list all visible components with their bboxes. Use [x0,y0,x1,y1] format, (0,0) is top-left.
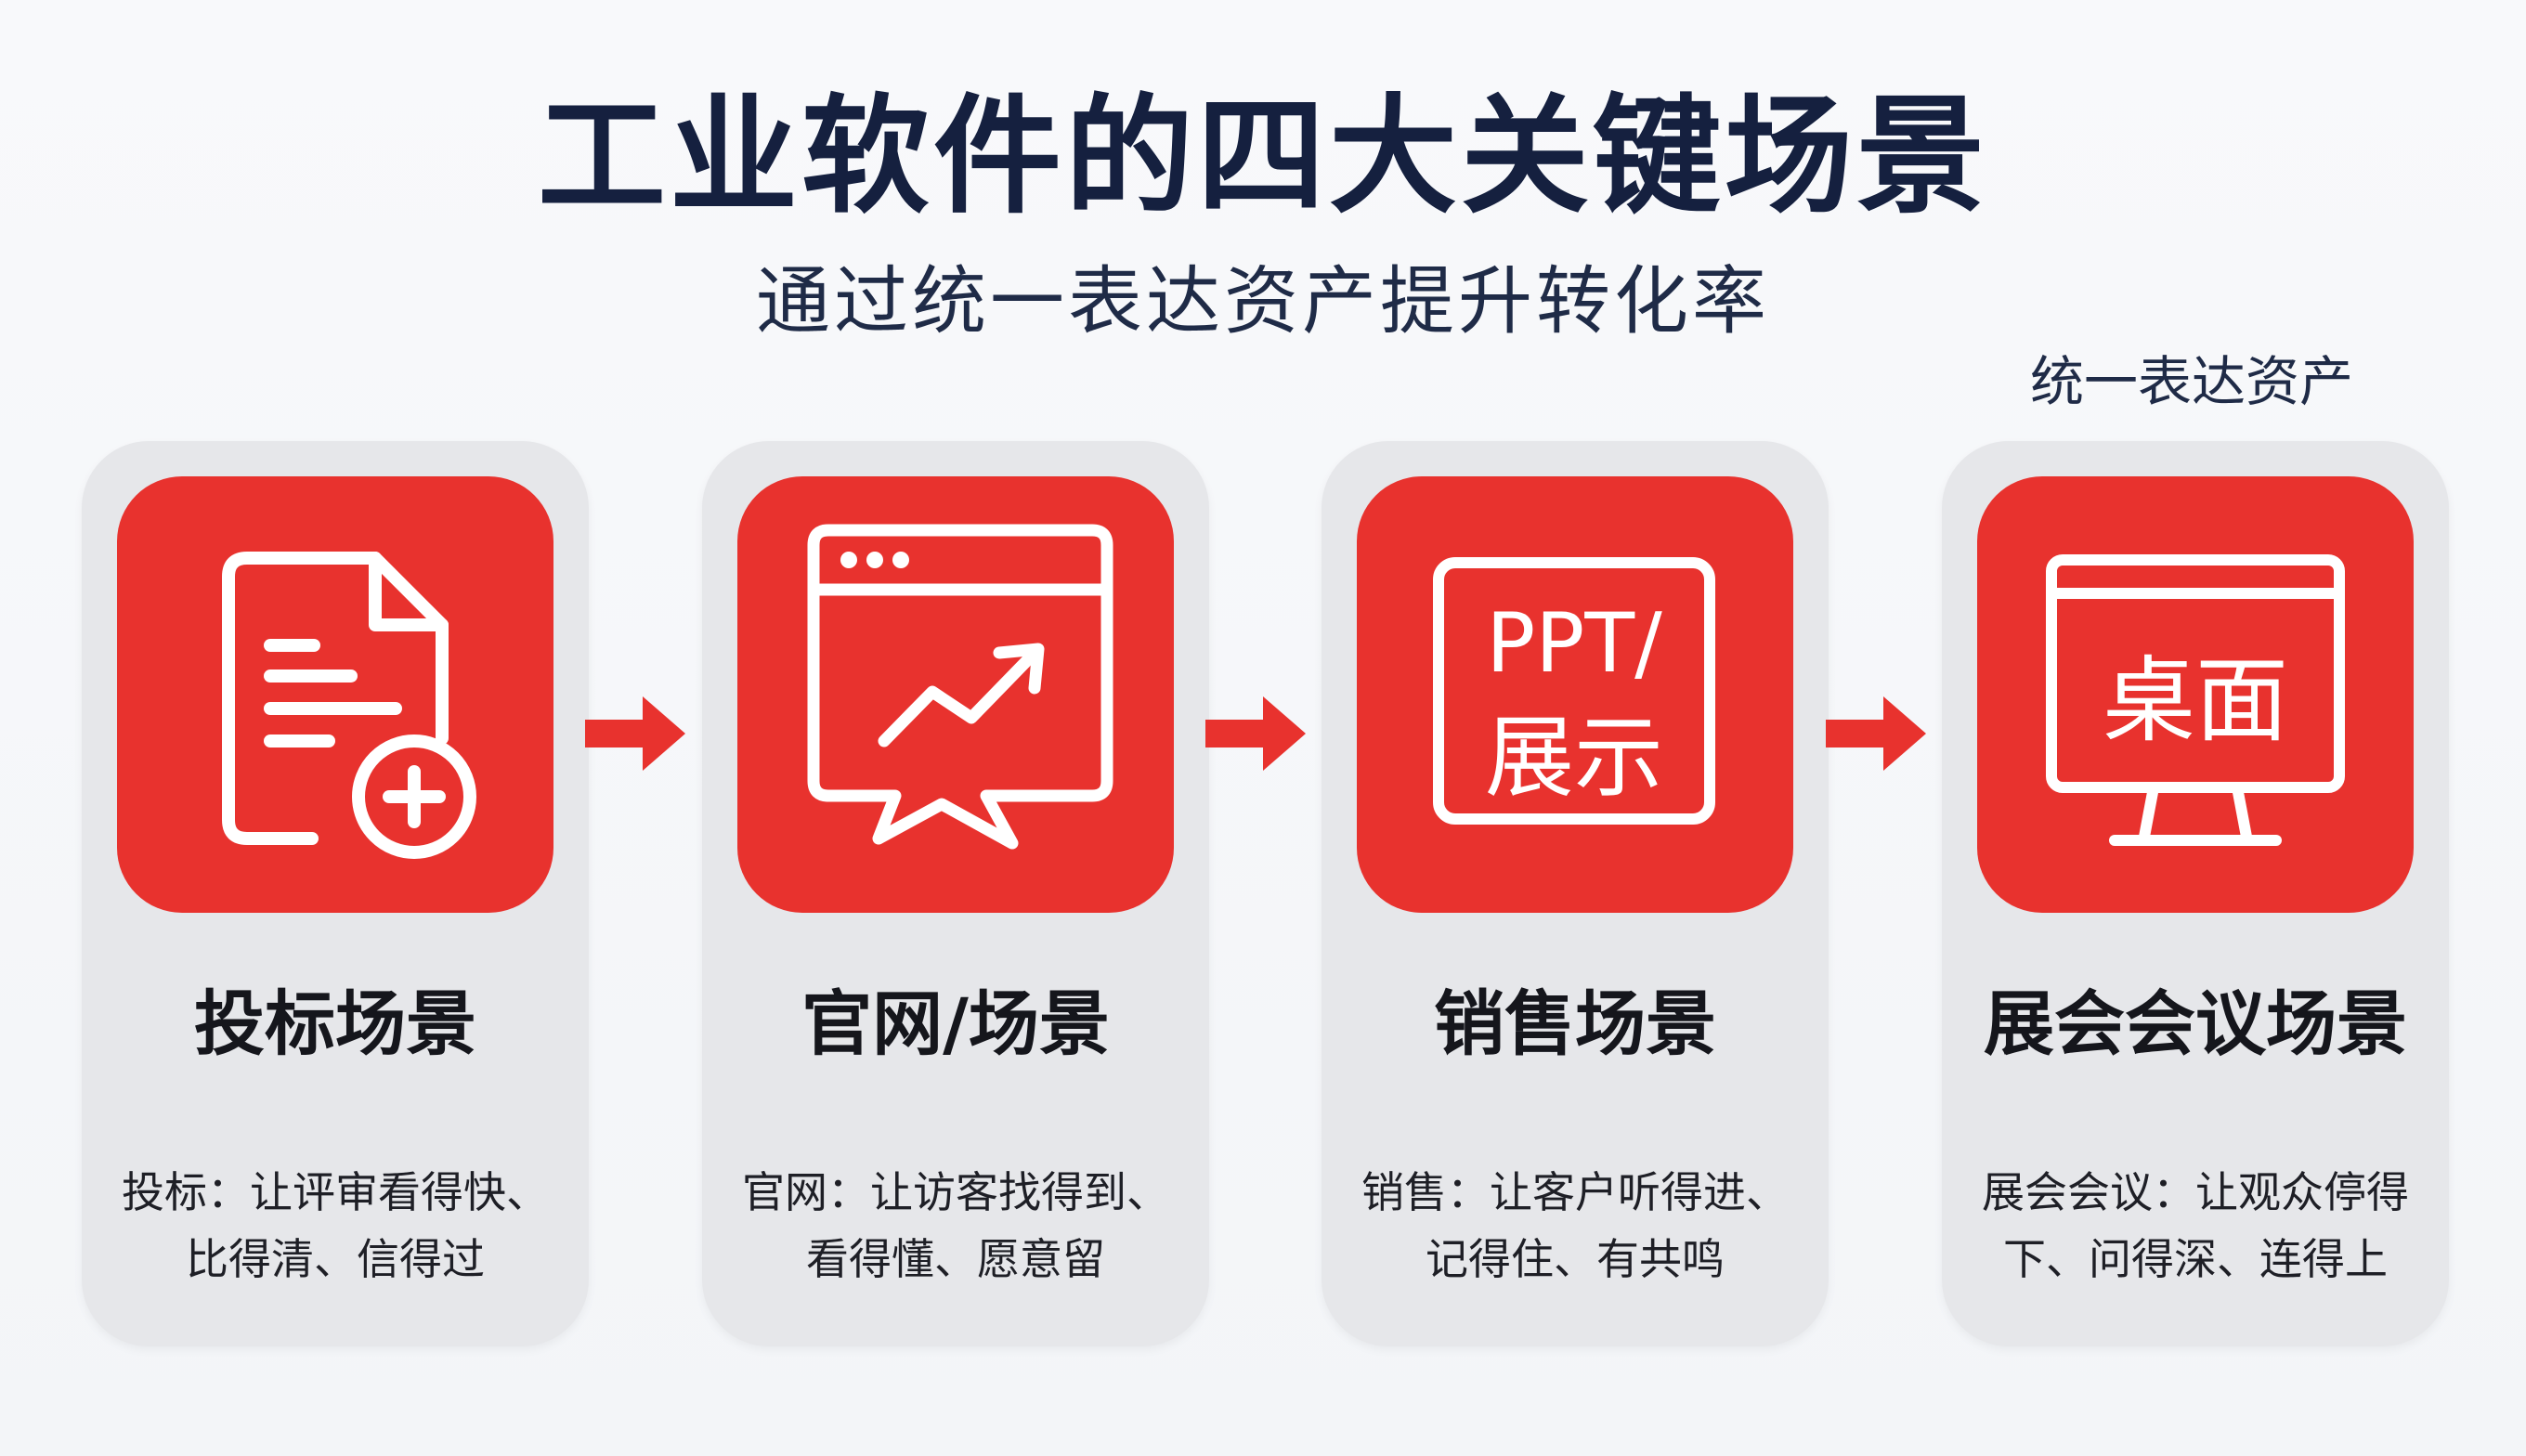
scene-card-exhibition: 桌面 展会会议场景 展会会议：让观众停得 下、问得深、连得上 [1942,441,2449,1346]
desktop-monitor-icon: 桌面 [2046,554,2345,846]
scene-icon-box: PPT/ 展示 [1357,476,1793,913]
scene-description-line: 看得懂、愿意留 [806,1234,1105,1284]
icon-label: PPT/ [1486,595,1662,691]
scene-title: 官网/场景 [801,982,1110,1065]
scene-description-line: 记得住、有共鸣 [1426,1234,1725,1284]
arrow-right-icon [1205,696,1306,771]
page-title: 工业软件的四大关键场景 [537,82,1988,231]
scene-description-line: 展会会议：让观众停得 [1982,1167,2409,1217]
document-plus-icon [222,552,476,859]
scene-card-website: 官网/场景 官网：让访客找得到、 看得懂、愿意留 [702,441,1209,1346]
page-subtitle: 通过统一表达资产提升转化率 [756,258,1770,344]
scene-title: 投标场景 [194,982,476,1065]
scene-description-line: 官网：让访客找得到、 [742,1167,1169,1217]
icon-label: 桌面 [2103,646,2288,755]
scene-description-line: 比得清、信得过 [186,1234,485,1284]
scene-title: 销售场景 [1434,982,1716,1065]
scene-description: 投标：让评审看得快、 比得清、信得过 [104,1159,566,1293]
scene-card-sales: PPT/ 展示 销售场景 销售：让客户听得进、 记得住、有共鸣 [1322,441,1829,1346]
scene-title: 展会会议场景 [1984,982,2407,1065]
scene-description-line: 投标：让评审看得快、 [122,1167,549,1217]
scene-description-line: 下、问得深、连得上 [2003,1234,2388,1284]
scene-icon-box: 桌面 [1977,476,2414,913]
scene-description: 展会会议：让观众停得 下、问得深、连得上 [1964,1159,2427,1293]
scene-description: 官网：让访客找得到、 看得懂、愿意留 [724,1159,1187,1293]
presentation-screen-icon: PPT/ 展示 [1433,557,1715,825]
scene-description-line: 销售：让客户听得进、 [1361,1167,1789,1217]
arrow-right-icon [1826,696,1926,771]
browser-chart-icon [807,524,1113,850]
scene-icon-box [117,476,553,913]
scene-card-bidding: 投标场景 投标：让评审看得快、 比得清、信得过 [82,441,589,1346]
side-note: 统一表达资产 [2029,350,2353,413]
scene-description: 销售：让客户听得进、 记得住、有共鸣 [1344,1159,1806,1293]
icon-label: 展示 [1485,706,1663,810]
scene-icon-box [737,476,1174,913]
arrow-right-icon [585,696,685,771]
